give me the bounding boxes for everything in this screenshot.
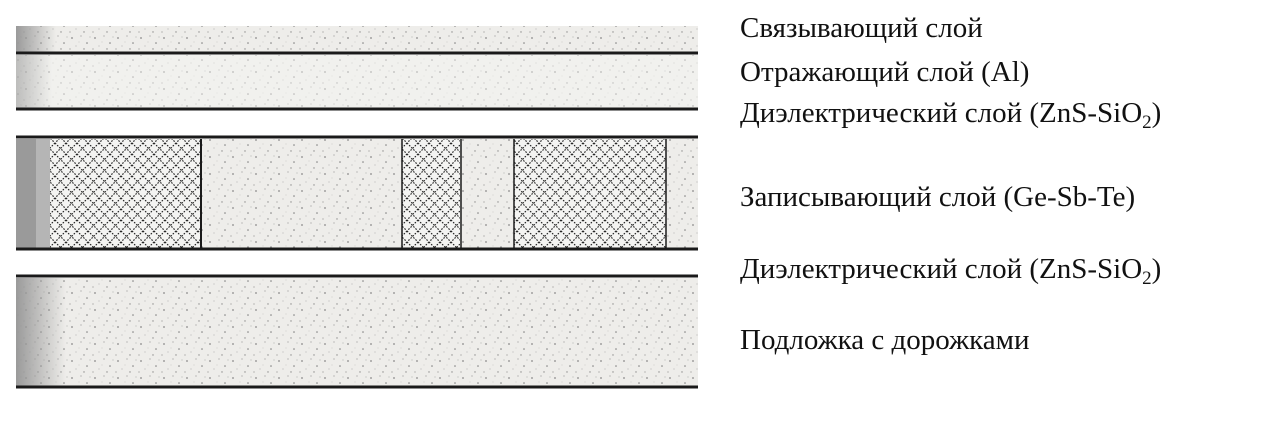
label-dielectric-layer-1: Диэлектрический слой (ZnS-SiO2): [740, 97, 1162, 133]
bonding-layer: [16, 26, 698, 55]
recording-crystal-segment-1: [50, 139, 200, 249]
recording-crystal-segment-2: [402, 139, 460, 249]
recording-layer: [16, 139, 698, 251]
label-recording-layer: Записывающий слой (Ge-Sb-Te): [740, 181, 1136, 213]
substrate-layer: [16, 278, 698, 389]
layer-stack-diagram: [16, 26, 698, 389]
label-substrate: Подложка с дорожками: [740, 324, 1030, 356]
label-bonding-layer: Связывающий слой: [740, 12, 983, 44]
reflective-layer: [16, 55, 698, 111]
label-dielectric-layer-2: Диэлектрический слой (ZnS-SiO2): [740, 253, 1162, 289]
recording-crystal-segment-3: [514, 139, 666, 249]
label-reflective-layer: Отражающий слой (Al): [740, 56, 1030, 88]
